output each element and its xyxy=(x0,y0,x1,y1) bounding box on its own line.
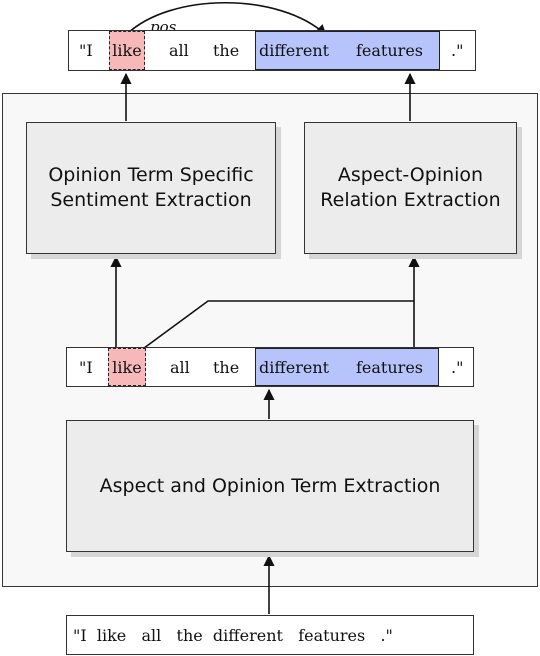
token-the: the xyxy=(213,41,240,60)
token-like-opinion: like xyxy=(108,348,146,386)
token-features: features xyxy=(356,357,423,377)
term-extraction-module: Aspect and Opinion Term Extraction xyxy=(66,420,474,552)
token-different: different xyxy=(259,41,330,60)
relation-module-line-2: Relation Extraction xyxy=(320,189,501,211)
relation-extraction-module: Aspect-Opinion Relation Extraction xyxy=(304,122,517,254)
token-all: all xyxy=(169,41,189,60)
token-features: features xyxy=(356,41,423,60)
pos-relation-arc xyxy=(125,1,327,36)
input-sentence: "I like all the different features ." xyxy=(66,615,474,655)
token-the: the xyxy=(213,357,240,377)
output-sentence: "I like all the different features ." xyxy=(68,30,476,71)
token-aspect-span: different features xyxy=(255,348,439,386)
token-aspect-span: different features xyxy=(255,31,440,70)
token-like-opinion: like xyxy=(109,31,145,70)
sentiment-module-line-2: Sentiment Extraction xyxy=(50,189,252,211)
line-like-to-relation xyxy=(139,300,414,352)
token-different: different xyxy=(259,357,330,377)
token-all: all xyxy=(170,357,190,377)
token-open-quote: "I xyxy=(79,41,93,60)
sentiment-extraction-module: Opinion Term Specific Sentiment Extracti… xyxy=(26,122,276,254)
token-close-quote: ." xyxy=(451,357,464,377)
token-close-quote: ." xyxy=(451,41,464,60)
term-extraction-label: Aspect and Opinion Term Extraction xyxy=(99,474,441,497)
tagged-sentence: "I like all the different features ." xyxy=(66,347,474,387)
relation-module-line-1: Aspect-Opinion xyxy=(337,164,484,187)
sentiment-module-line-1: Opinion Term Specific xyxy=(48,164,254,187)
input-sentence-text: "I like all the different features ." xyxy=(73,625,393,645)
token-open-quote: "I xyxy=(79,357,93,377)
